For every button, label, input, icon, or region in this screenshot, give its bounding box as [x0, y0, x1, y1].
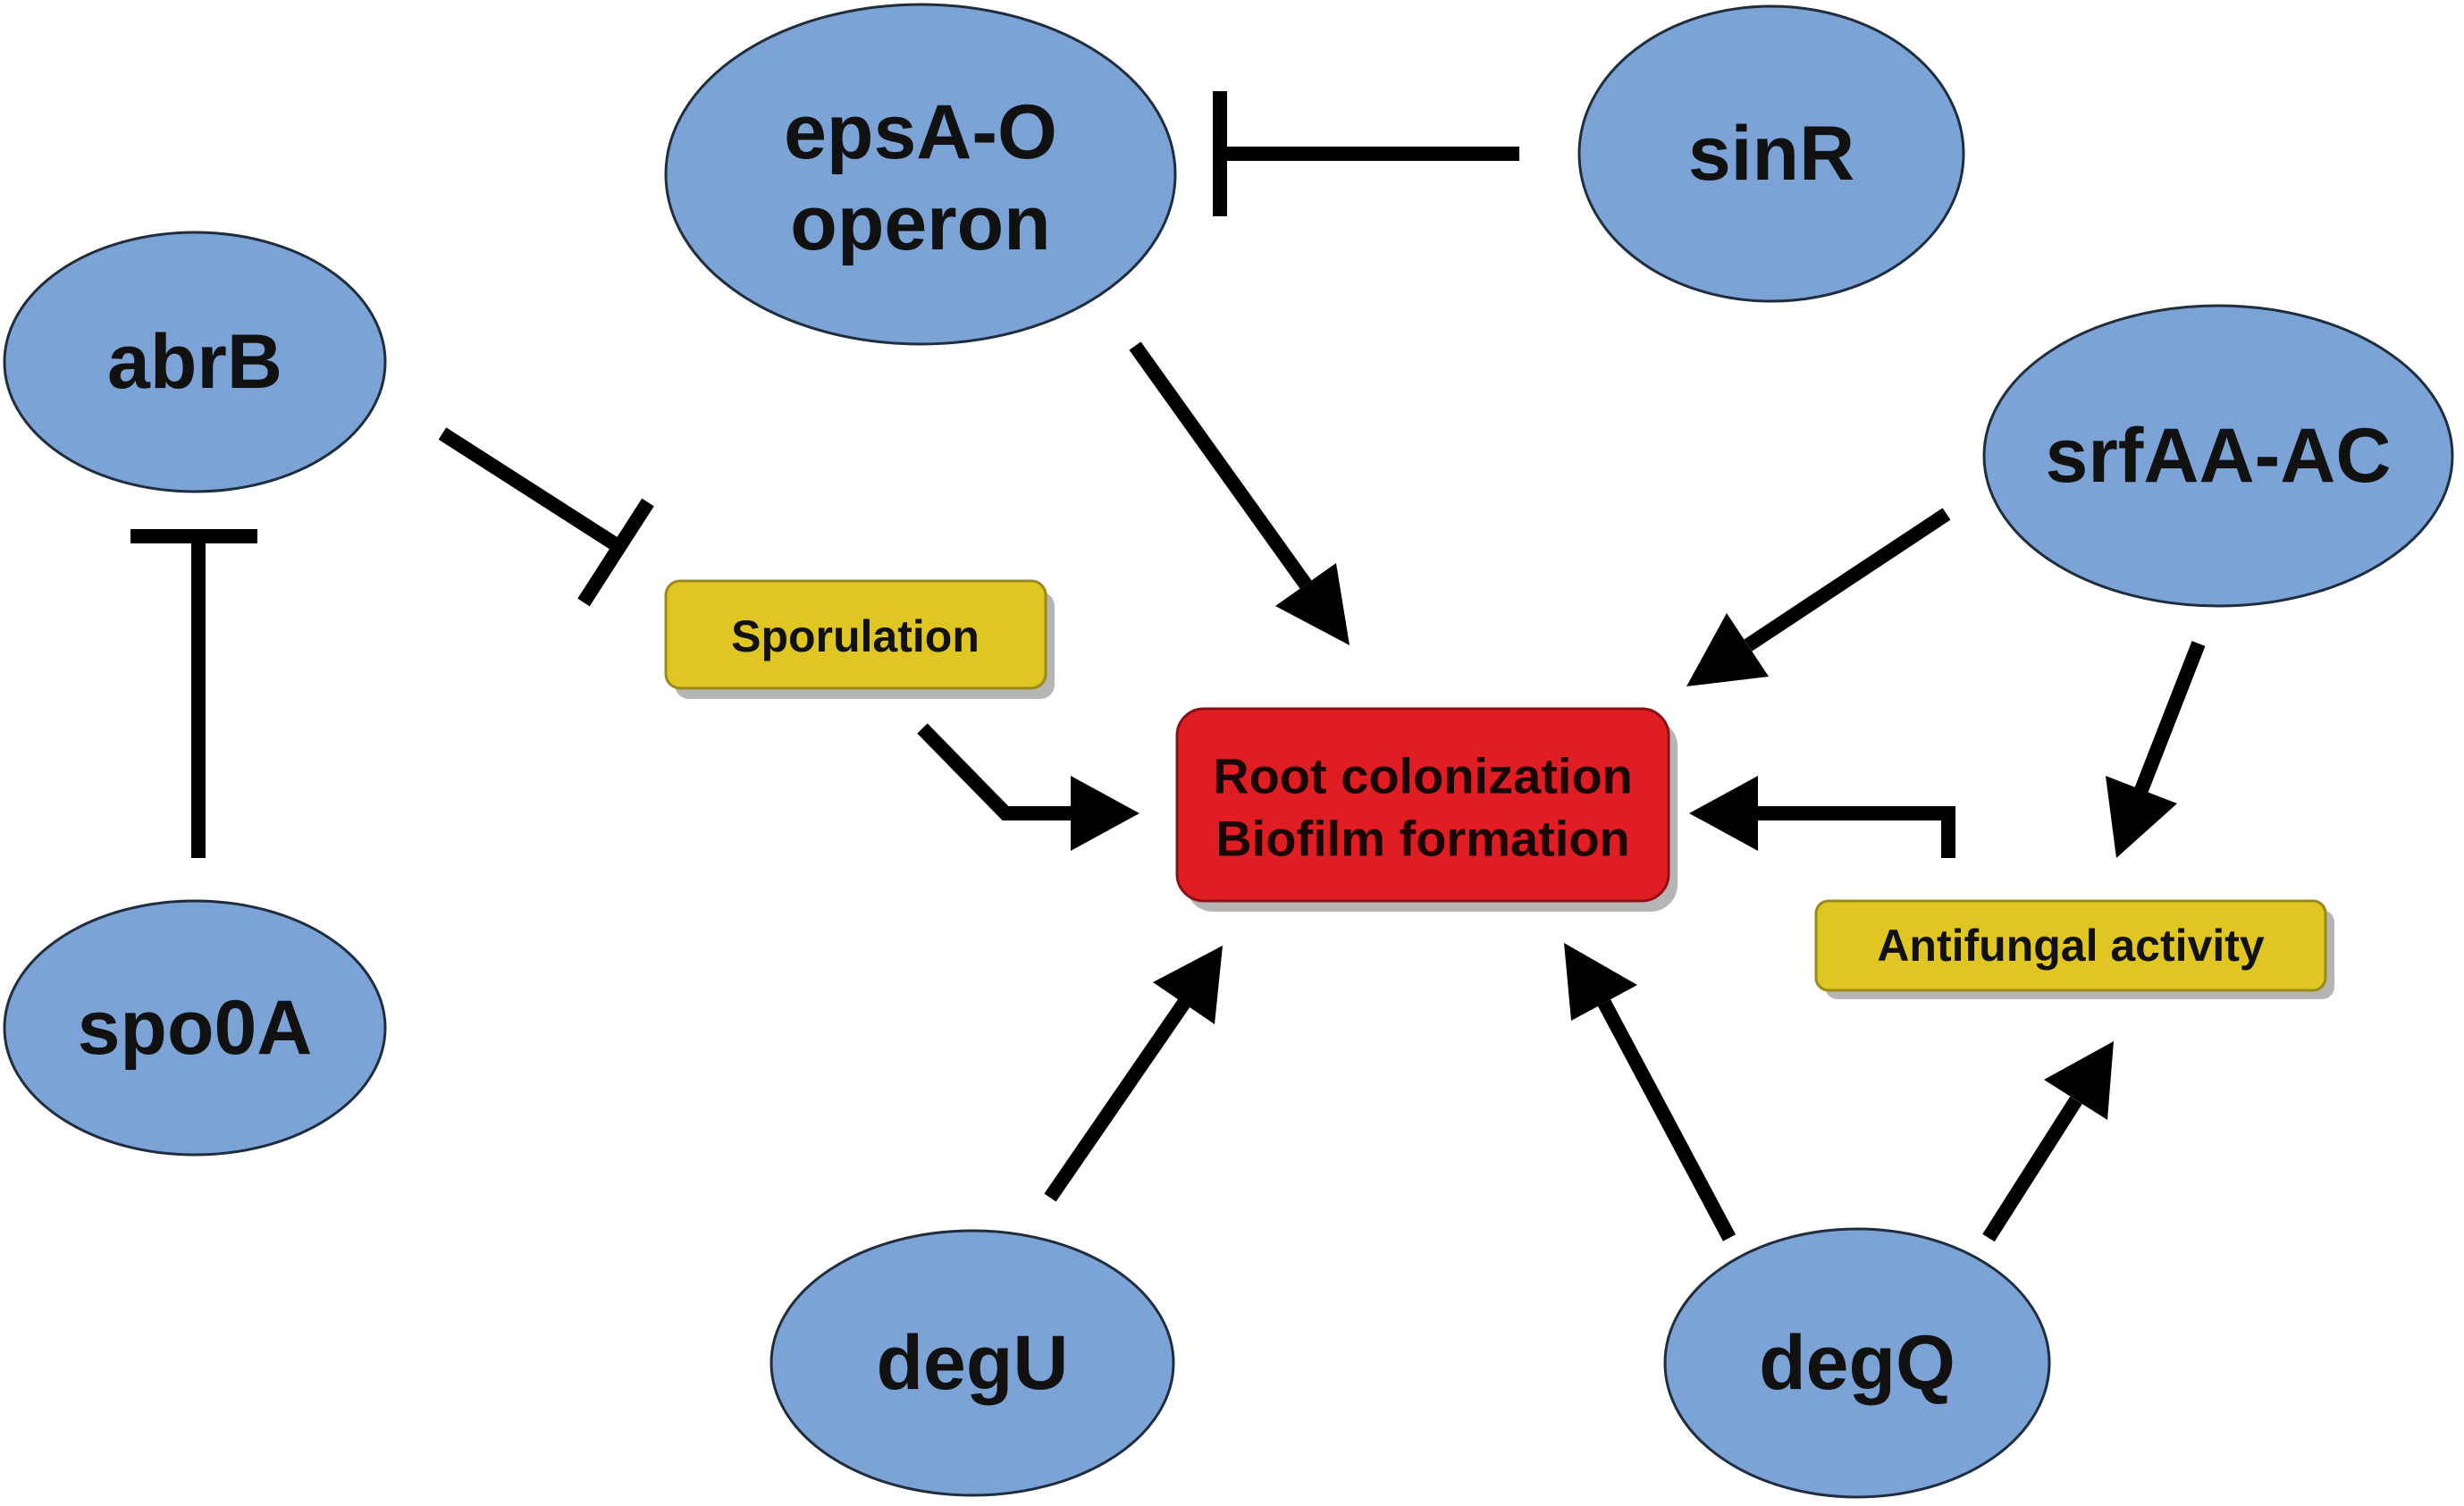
- node-sporulation-label: Sporulation: [731, 611, 980, 661]
- node-sporulation: Sporulation: [664, 579, 1055, 699]
- edge-spo0A-inhibits-abrB: [130, 529, 257, 858]
- edge-degQ-activates-antifungal: [1982, 1041, 2114, 1242]
- edge-srfAA-activates-root: [1686, 508, 1951, 686]
- edge-abrB-inhibits-sporulation: [438, 427, 654, 607]
- node-epsA-O-operon: epsA-O operon: [664, 3, 1177, 346]
- node-root-label-line2: Biofilm formation: [1215, 811, 1630, 867]
- node-sinR-label: sinR: [1688, 111, 1854, 197]
- node-abrB: abrB: [3, 231, 387, 493]
- edge-epsA-activates-root: [1129, 341, 1350, 645]
- node-root-colonization-biofilm: Root colonization Biofilm formation: [1175, 707, 1678, 912]
- edge-sporulation-activates-root: [917, 723, 1139, 851]
- node-sinR: sinR: [1577, 4, 1965, 303]
- node-degQ: degQ: [1663, 1227, 2051, 1499]
- node-degU: degU: [769, 1229, 1175, 1497]
- node-antifungal-activity: Antifungal activity: [1814, 899, 2334, 999]
- node-spo0A-label: spo0A: [78, 985, 313, 1071]
- edge-sinR-inhibits-epsA: [1213, 91, 1519, 216]
- node-srfAA-AC: srfAA-AC: [1982, 304, 2454, 608]
- node-srfAA-label: srfAA-AC: [2046, 413, 2392, 499]
- node-epsA-label-line2: operon: [790, 181, 1050, 266]
- node-abrB-label: abrB: [107, 319, 282, 405]
- node-spo0A: spo0A: [3, 899, 387, 1157]
- node-degQ-label: degQ: [1759, 1320, 1955, 1406]
- edge-degU-activates-root: [1044, 946, 1223, 1202]
- node-epsA-label-line1: epsA-O: [784, 89, 1057, 175]
- node-degU-label: degU: [877, 1320, 1069, 1406]
- node-root-label-line1: Root colonization: [1213, 748, 1633, 804]
- node-antifungal-label: Antifungal activity: [1877, 921, 2265, 971]
- edge-degQ-activates-root: [1564, 943, 1737, 1241]
- edge-srfAA-activates-antifungal: [2106, 641, 2206, 858]
- edge-antifungal-activates-root: [1689, 776, 1955, 858]
